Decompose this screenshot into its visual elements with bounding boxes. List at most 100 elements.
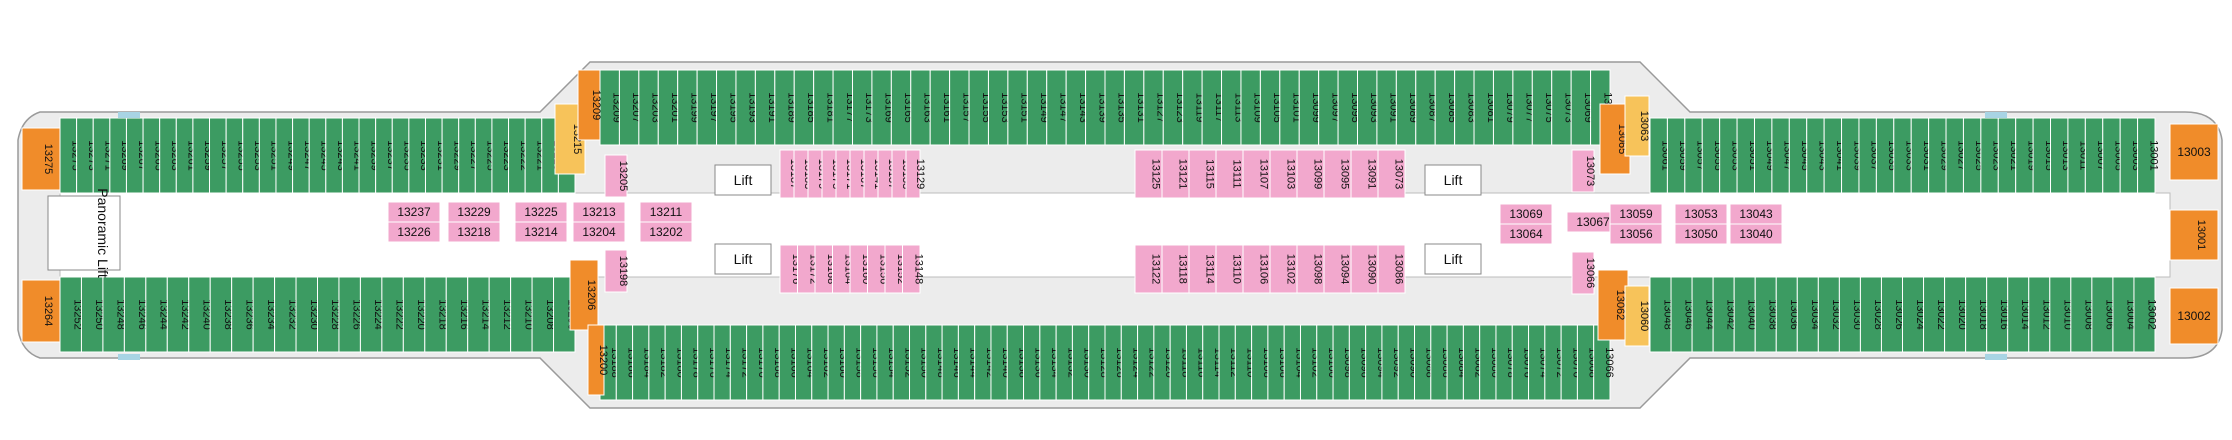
cabin-13022[interactable]: 13022 [1923,276,1948,353]
cabin-13042[interactable]: 13042 [1712,276,1737,353]
cabin-13210[interactable]: 13210 [510,276,535,353]
cabin-13214[interactable]: 13214 [467,276,492,353]
cabin-13004[interactable]: 13004 [2112,276,2137,353]
cabin-13148[interactable]: 13148 [902,244,925,294]
cabin-13125[interactable]: 13125 [1134,149,1163,199]
cabin-13018[interactable]: 13018 [1965,276,1990,353]
cabin-13107[interactable]: 13107 [1242,149,1271,199]
cabin-13250[interactable]: 13250 [80,276,105,353]
cabin-13232[interactable]: 13232 [274,276,299,353]
cabin-13226[interactable]: 13226 [387,221,441,243]
cabin-13040[interactable]: 13040 [1729,223,1783,245]
cabin-13073[interactable]: 13073 [1571,149,1596,193]
cabin-13229[interactable]: 13229 [447,201,501,223]
cabin-13218[interactable]: 13218 [424,276,449,353]
cabin-13066[interactable]: 13066 [1571,251,1596,295]
cabin-13237[interactable]: 13237 [387,201,441,223]
cabin-13026[interactable]: 13026 [1880,276,1905,353]
cabin-13114[interactable]: 13114 [1188,244,1217,294]
cabin-13244[interactable]: 13244 [145,276,170,353]
cabin-13091[interactable]: 13091 [1350,149,1379,199]
cabin-13035[interactable]: 13035 [1875,117,1898,194]
cabin-13110[interactable]: 13110 [1215,244,1244,294]
cabin-13043[interactable]: 13043 [1729,203,1783,225]
cabin-13204[interactable]: 13204 [572,221,626,243]
cabin-13222[interactable]: 13222 [381,276,406,353]
cabin-13030[interactable]: 13030 [1838,276,1863,353]
cabin-13213[interactable]: 13213 [572,201,626,223]
cabin-13095[interactable]: 13095 [1323,149,1352,199]
cabin-13168[interactable]: 13168 [762,324,784,401]
cabin-13010[interactable]: 13010 [2049,276,2074,353]
cabin-13109[interactable]: 13109 [1240,69,1264,146]
cabin-13073[interactable]: 13073 [1377,149,1406,199]
cabin-13242[interactable]: 13242 [166,276,191,353]
cabin-13001[interactable]: 13001 [2137,117,2160,194]
cabin-13106[interactable]: 13106 [1242,244,1271,294]
cabin-13202[interactable]: 13202 [639,221,693,243]
cabin-13264[interactable]: 13264 [21,279,61,343]
cabin-13111[interactable]: 13111 [1215,149,1244,199]
cabin-13046[interactable]: 13046 [1670,276,1695,353]
cabin-13062[interactable]: 13062 [1597,269,1629,341]
cabin-13226[interactable]: 13226 [338,276,363,353]
cabin-13118[interactable]: 13118 [1161,244,1190,294]
cabin-13045[interactable]: 13045 [1788,117,1811,194]
cabin-13240[interactable]: 13240 [188,276,213,353]
cabin-13228[interactable]: 13228 [317,276,342,353]
cabin-13038[interactable]: 13038 [1754,276,1779,353]
cabin-13236[interactable]: 13236 [231,276,256,353]
cabin-13238[interactable]: 13238 [209,276,234,353]
cabin-13003[interactable]: 13003 [2169,123,2219,181]
cabin-13114[interactable]: 13114 [1202,324,1224,401]
cabin-13020[interactable]: 13020 [1944,276,1969,353]
cabin-13102[interactable]: 13102 [1269,244,1298,294]
cabin-13014[interactable]: 13014 [2007,276,2032,353]
cabin-13044[interactable]: 13044 [1691,276,1716,353]
cabin-13115[interactable]: 13115 [1188,149,1217,199]
cabin-13032[interactable]: 13032 [1817,276,1842,353]
cabin-13028[interactable]: 13028 [1859,276,1884,353]
cabin-13205[interactable]: 13205 [604,154,629,198]
cabin-13077[interactable]: 13077 [1512,69,1536,146]
cabin-13063[interactable]: 13063 [1624,95,1650,157]
cabin-13122[interactable]: 13122 [1134,244,1163,294]
cabin-13064[interactable]: 13064 [1499,223,1553,245]
cabin-13218[interactable]: 13218 [447,221,501,243]
cabin-13248[interactable]: 13248 [102,276,127,353]
cabin-13121[interactable]: 13121 [1161,149,1190,199]
cabin-13224[interactable]: 13224 [359,276,384,353]
cabin-13099[interactable]: 13099 [1296,149,1325,199]
cabin-13060[interactable]: 13060 [1624,285,1650,347]
cabin-13230[interactable]: 13230 [295,276,320,353]
cabin-13231[interactable]: 13231 [424,117,447,194]
cabin-13050[interactable]: 13050 [1674,223,1728,245]
cabin-13158[interactable]: 13158 [843,324,866,401]
cabin-13220[interactable]: 13220 [402,276,427,353]
cabin-13002[interactable]: 13002 [2133,276,2158,353]
cabin-13185[interactable]: 13185 [793,69,817,146]
cabin-13216[interactable]: 13216 [445,276,470,353]
cabin-13008[interactable]: 13008 [2070,276,2095,353]
cabin-13088[interactable]: 13088 [1414,324,1436,401]
cabin-13211[interactable]: 13211 [639,201,693,223]
cabin-13099[interactable]: 13099 [1298,69,1322,146]
cabin-13013[interactable]: 13013 [2050,117,2073,194]
cabin-13098[interactable]: 13098 [1296,244,1325,294]
cabin-13252[interactable]: 13252 [59,276,84,353]
cabin-13016[interactable]: 13016 [1986,276,2011,353]
cabin-13086[interactable]: 13086 [1377,244,1406,294]
cabin-13103[interactable]: 13103 [1269,149,1298,199]
cabin-13208[interactable]: 13208 [531,276,556,353]
cabin-13087[interactable]: 13087 [1415,69,1439,146]
cabin-13056[interactable]: 13056 [1609,223,1663,245]
cabin-13093[interactable]: 13093 [1357,69,1381,146]
cabin-13212[interactable]: 13212 [488,276,513,353]
cabin-13191[interactable]: 13191 [754,69,778,146]
cabin-13011[interactable]: 13011 [2067,117,2090,194]
cabin-13090[interactable]: 13090 [1350,244,1379,294]
cabin-13002[interactable]: 13002 [2169,287,2219,345]
cabin-13059[interactable]: 13059 [1609,203,1663,225]
cabin-13040[interactable]: 13040 [1733,276,1758,353]
cabin-13036[interactable]: 13036 [1775,276,1800,353]
